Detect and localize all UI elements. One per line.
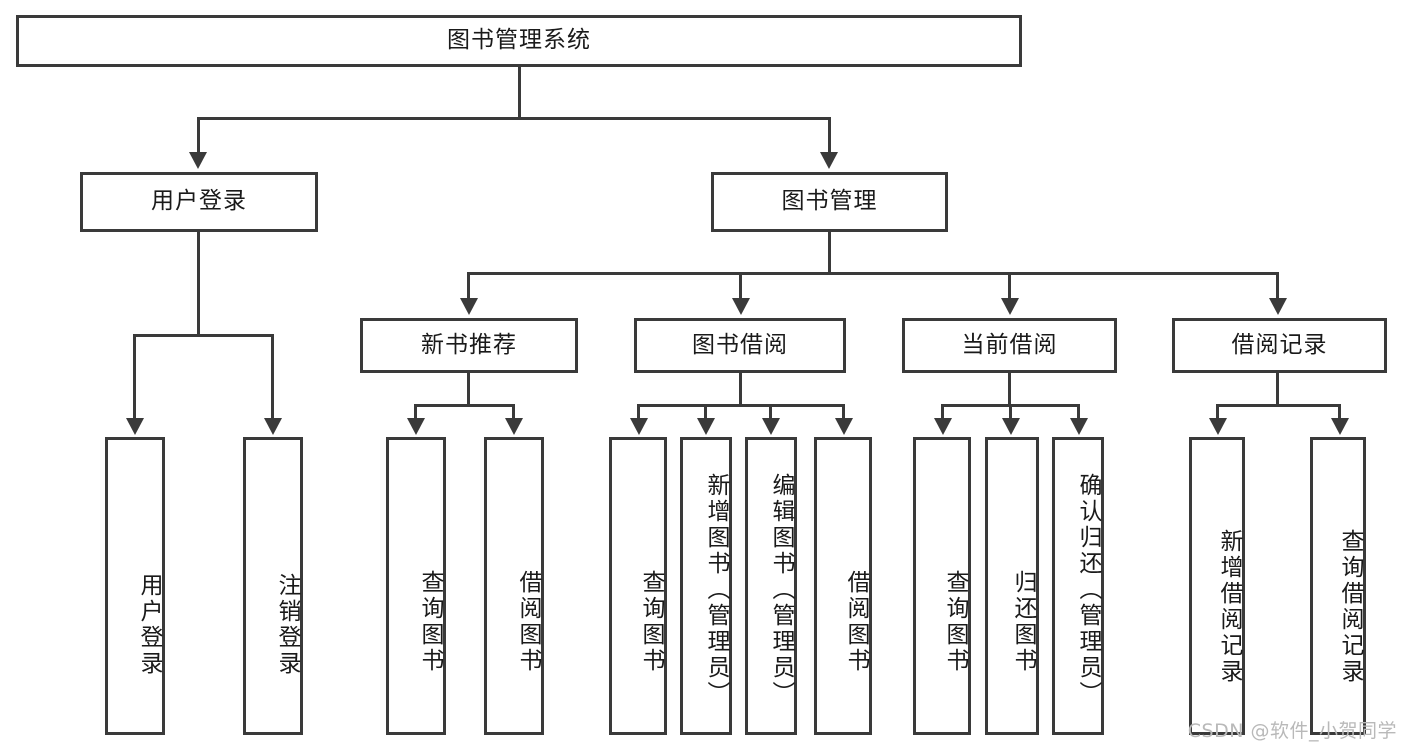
connector-borrow-record-bus	[1216, 404, 1341, 407]
arrowhead-leaf-query-book-cur	[934, 418, 952, 435]
node-label: 确认归还（管理员）	[1075, 473, 1101, 707]
node-current-borrow[interactable]: 当前借阅	[902, 318, 1117, 373]
connector-to-current-borrow	[1008, 272, 1011, 300]
connector-nbr-drop-1	[414, 404, 417, 420]
node-label: 图书管理系统	[447, 27, 591, 54]
arrowhead-leaf-query-book-rec	[407, 418, 425, 435]
arrowhead-leaf-user-login	[126, 418, 144, 435]
node-label: 当前借阅	[961, 331, 1058, 358]
arrowhead-leaf-borrow-book-rec	[505, 418, 523, 435]
connector-user-login-drop-2	[271, 334, 274, 420]
connector-to-new-book-recommend	[467, 272, 470, 300]
connector-bb-drop-2	[704, 404, 707, 420]
connector-to-book-borrow	[739, 272, 742, 300]
connector-borrow-record-stem	[1276, 373, 1279, 406]
node-leaf-user-login[interactable]: 用户登录	[105, 437, 165, 735]
node-leaf-user-logout[interactable]: 注销登录	[243, 437, 303, 735]
node-book-management[interactable]: 图书管理	[711, 172, 948, 232]
connector-book-management-stem	[828, 232, 831, 274]
node-leaf-borrow-book-brw[interactable]: 借阅图书	[814, 437, 872, 735]
connector-root-stem	[518, 67, 521, 119]
connector-book-borrow-bus	[637, 404, 845, 407]
node-label: 注销登录	[274, 573, 300, 677]
arrowhead-leaf-borrow-book-brw	[835, 418, 853, 435]
node-label: 借阅图书	[515, 570, 541, 674]
connector-to-borrow-record	[1276, 272, 1279, 300]
node-label: 用户登录	[136, 573, 162, 677]
arrowhead-leaf-return-book	[1002, 418, 1020, 435]
connector-cb-drop-1	[941, 404, 944, 420]
arrowhead-leaf-query-book-brw	[630, 418, 648, 435]
node-label: 借阅图书	[843, 570, 869, 674]
node-book-borrow[interactable]: 图书借阅	[634, 318, 846, 373]
connector-new-book-recommend-stem	[467, 373, 470, 406]
node-label: 查询图书	[638, 570, 664, 674]
node-label: 新增图书（管理员）	[703, 473, 729, 707]
node-label: 归还图书	[1010, 570, 1036, 674]
arrowhead-leaf-edit-book	[762, 418, 780, 435]
csdn-watermark: CSDN @软件_小贺同学	[1187, 720, 1397, 742]
node-label: 用户登录	[151, 188, 247, 215]
node-leaf-query-record[interactable]: 查询借阅记录	[1310, 437, 1366, 735]
connector-bb-drop-3	[769, 404, 772, 420]
connector-to-book-management	[828, 117, 831, 155]
node-root-book-management-system[interactable]: 图书管理系统	[16, 15, 1022, 67]
connector-cb-drop-2	[1009, 404, 1012, 420]
node-leaf-edit-book[interactable]: 编辑图书（管理员）	[745, 437, 797, 735]
connector-level3-bus	[467, 272, 1279, 275]
node-label: 新增借阅记录	[1216, 529, 1242, 685]
arrowhead-leaf-add-record	[1209, 418, 1227, 435]
node-leaf-borrow-book-rec[interactable]: 借阅图书	[484, 437, 544, 735]
node-leaf-return-book[interactable]: 归还图书	[985, 437, 1039, 735]
node-label: 新书推荐	[421, 331, 517, 358]
connector-level2-bus	[197, 117, 830, 120]
node-new-book-recommend[interactable]: 新书推荐	[360, 318, 578, 373]
connector-current-borrow-stem	[1008, 373, 1011, 406]
connector-bb-drop-1	[637, 404, 640, 420]
node-user-login[interactable]: 用户登录	[80, 172, 318, 232]
arrowhead-to-user-login	[189, 152, 207, 169]
connector-user-login-bus	[133, 334, 273, 337]
node-leaf-query-book-rec[interactable]: 查询图书	[386, 437, 446, 735]
arrowhead-leaf-query-record	[1331, 418, 1349, 435]
node-label: 查询图书	[942, 570, 968, 674]
arrowhead-to-book-borrow	[732, 298, 750, 315]
arrowhead-to-new-book-recommend	[460, 298, 478, 315]
arrowhead-leaf-add-book	[697, 418, 715, 435]
connector-br-drop-2	[1338, 404, 1341, 420]
connector-book-borrow-stem	[739, 373, 742, 406]
connector-user-login-stem	[197, 232, 200, 336]
node-label: 借阅记录	[1231, 331, 1328, 358]
node-leaf-query-book-cur[interactable]: 查询图书	[913, 437, 971, 735]
connector-user-login-drop-1	[133, 334, 136, 420]
connector-br-drop-1	[1216, 404, 1219, 420]
node-leaf-confirm-return[interactable]: 确认归还（管理员）	[1052, 437, 1104, 735]
node-leaf-query-book-brw[interactable]: 查询图书	[609, 437, 667, 735]
connector-nbr-drop-2	[512, 404, 515, 420]
connector-cb-drop-3	[1077, 404, 1080, 420]
node-label: 图书借阅	[692, 331, 788, 358]
arrowhead-to-current-borrow	[1001, 298, 1019, 315]
arrowhead-leaf-confirm-return	[1070, 418, 1088, 435]
node-label: 查询图书	[417, 570, 443, 674]
node-borrow-record[interactable]: 借阅记录	[1172, 318, 1387, 373]
node-leaf-add-record[interactable]: 新增借阅记录	[1189, 437, 1245, 735]
node-label: 查询借阅记录	[1337, 529, 1363, 685]
arrowhead-to-borrow-record	[1269, 298, 1287, 315]
node-label: 编辑图书（管理员）	[768, 473, 794, 707]
node-label: 图书管理	[781, 188, 878, 215]
arrowhead-leaf-user-logout	[264, 418, 282, 435]
arrowhead-to-book-management	[820, 152, 838, 169]
connector-new-book-recommend-bus	[414, 404, 514, 407]
node-leaf-add-book[interactable]: 新增图书（管理员）	[680, 437, 732, 735]
connector-to-user-login	[197, 117, 200, 155]
connector-bb-drop-4	[842, 404, 845, 420]
